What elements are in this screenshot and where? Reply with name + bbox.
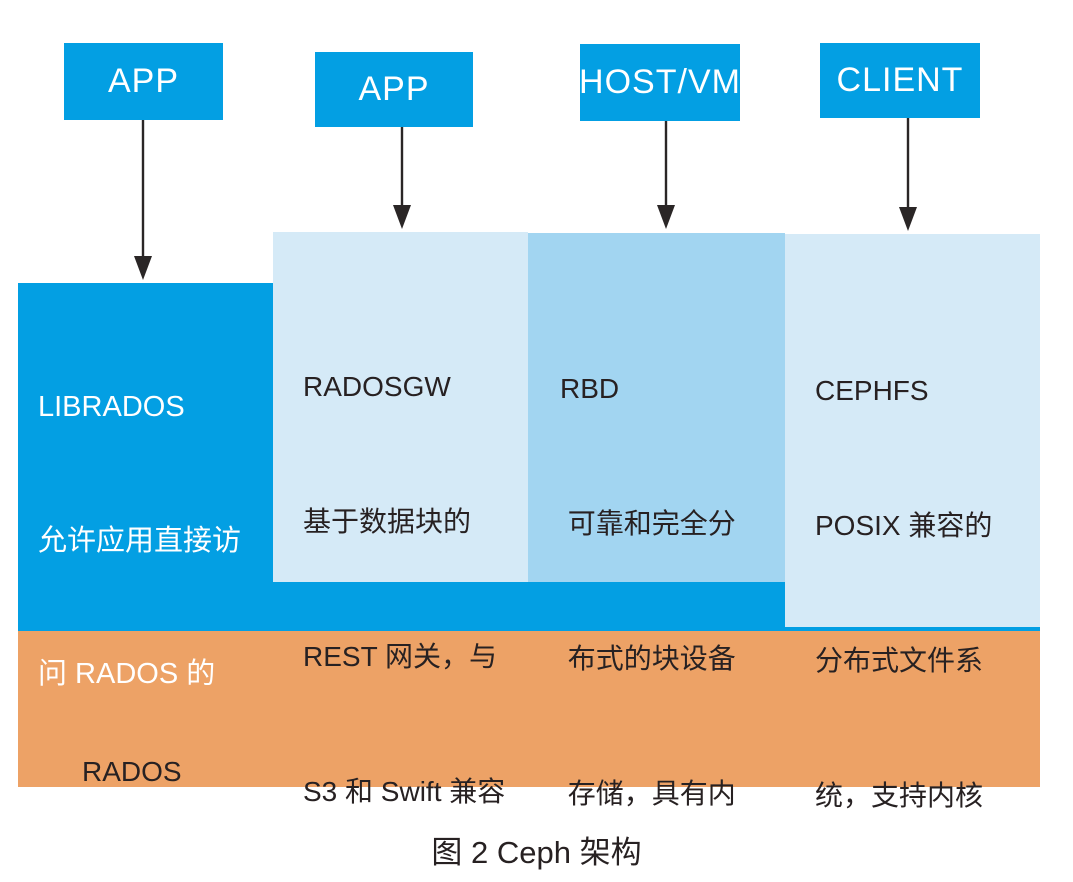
cephfs-layer-panel [785,234,1040,627]
rados-text-block: RADOS 可靠的、自管理、分布式的对象存储，自由恢复、自管理的智能节点 [82,662,922,882]
host-vm-box-label: HOST/VM [579,63,741,101]
rbd-text-line: 布式的块设备 [560,643,736,674]
down-arrow-icon [393,127,411,229]
app-box-2-label: APP [358,70,430,108]
radosgw-text-line: 基于数据块的 [303,506,472,537]
librados-text-block: LIBRADOS 允许应用直接访 问 RADOS 的 库，支持 C， C++,J… [38,296,241,882]
rbd-layer-panel [528,233,785,582]
radosgw-layer-panel [273,232,528,582]
radosgw-text-line: S3 和 Swift 兼容 [303,776,506,807]
app-box-2: APP [315,52,473,127]
cephfs-text-line: POSIX 兼容的 [815,510,993,541]
librados-text-line: 允许应用直接访 [38,524,242,557]
down-arrow-icon [899,118,917,231]
rbd-text-line: 可靠和完全分 [560,508,736,539]
librados-title: LIBRADOS [38,391,185,423]
rbd-text-block: RBD 可靠和完全分 布式的块设备 存储，具有内 核和 QEMU/ KVM 两种… [560,276,740,882]
host-vm-box: HOST/VM [579,44,741,121]
radosgw-title: RADOSGW [303,371,451,402]
librados-text-line: 问 RADOS 的 [38,658,216,690]
radosgw-text-line: REST 网关，与 [303,641,497,672]
down-arrow-icon [657,121,675,229]
cephfs-text-line: 分布式文件系 [815,645,984,676]
figure-caption: 图 2 Ceph 架构 [431,835,642,870]
rbd-text-line: 存储，具有内 [560,778,736,809]
radosgw-text-block: RADOSGW 基于数据块的 REST 网关，与 S3 和 Swift 兼容 [303,274,505,882]
down-arrow-icon [134,120,152,280]
rados-layer-panel [18,631,1040,787]
cephfs-title: CEPHFS [815,375,929,406]
rbd-title: RBD [560,373,620,404]
app-box-1: APP [64,43,223,120]
client-box-label: CLIENT [836,61,964,99]
client-box: CLIENT [820,43,980,118]
app-box-1-label: APP [107,62,180,100]
cephfs-text-line: 统，支持内核 [815,780,984,811]
rados-title: RADOS [82,756,182,787]
cephfs-text-block: CEPHFS POSIX 兼容的 分布式文件系 统，支持内核 模块和 FUSE … [815,278,992,882]
librados-text-line: 库，支持 C， [38,791,213,824]
